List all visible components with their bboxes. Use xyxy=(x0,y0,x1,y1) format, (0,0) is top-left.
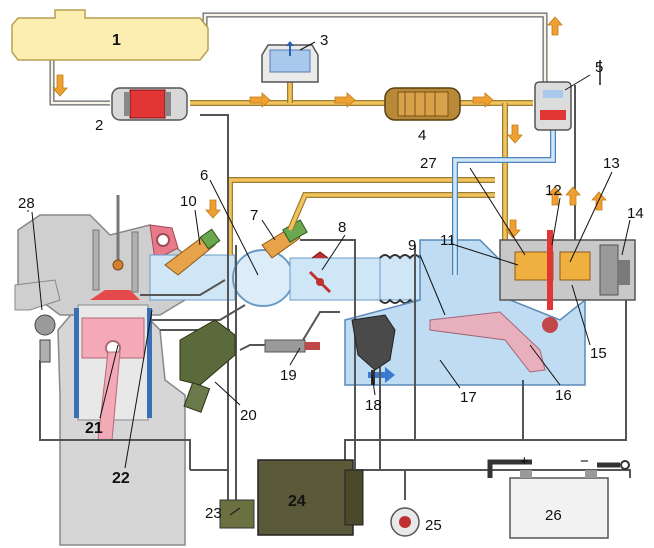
label-11: 11 xyxy=(440,232,456,249)
label-3: 3 xyxy=(320,32,328,49)
fuel-distributor xyxy=(499,230,636,333)
fuel-tank xyxy=(11,9,209,61)
label-13: 13 xyxy=(603,155,620,172)
battery-plus: + xyxy=(520,453,529,470)
battery-minus: − xyxy=(580,453,589,470)
intake-air-path xyxy=(149,228,586,386)
label-15: 15 xyxy=(590,345,607,362)
label-20: 20 xyxy=(240,407,257,424)
label-1: 1 xyxy=(112,32,121,49)
fuel-filter xyxy=(384,87,461,121)
label-4: 4 xyxy=(418,127,426,144)
engine-block xyxy=(14,195,186,546)
flow-arrows xyxy=(52,16,607,239)
label-16: 16 xyxy=(555,387,572,404)
relay-module xyxy=(219,499,255,529)
label-26: 26 xyxy=(545,507,562,524)
control-unit xyxy=(257,459,364,536)
fuel-pump xyxy=(111,87,188,121)
label-27: 27 xyxy=(420,155,437,172)
label-5: 5 xyxy=(595,59,603,76)
cold-start-valve xyxy=(261,219,308,259)
label-17: 17 xyxy=(460,389,477,406)
leader-lines xyxy=(27,41,631,516)
label-7: 7 xyxy=(250,207,258,224)
intake-bellows-upper xyxy=(379,254,421,301)
label-10: 10 xyxy=(180,193,197,210)
battery xyxy=(487,459,630,539)
label-22: 22 xyxy=(112,470,130,487)
label-18: 18 xyxy=(365,397,382,414)
ignition-switch xyxy=(390,507,420,537)
label-12: 12 xyxy=(545,182,562,199)
label-28: 28 xyxy=(18,195,35,212)
label-8: 8 xyxy=(338,219,346,236)
part-labels: 1 2 3 4 5 6 7 8 9 10 11 12 13 14 15 16 1… xyxy=(18,32,644,534)
label-6: 6 xyxy=(200,167,208,184)
label-23: 23 xyxy=(205,505,222,522)
pressure-regulator xyxy=(534,81,572,131)
fuel-lines xyxy=(49,12,556,275)
label-14: 14 xyxy=(627,205,644,222)
label-25: 25 xyxy=(425,517,442,534)
label-24: 24 xyxy=(288,493,306,510)
label-21: 21 xyxy=(85,420,103,437)
fuel-accumulator xyxy=(261,41,319,83)
throttle-valve xyxy=(308,251,332,294)
label-2: 2 xyxy=(95,117,103,134)
lambda-sensor xyxy=(34,314,56,363)
ignition-distributor xyxy=(179,319,236,413)
auxiliary-air-valve xyxy=(264,339,320,353)
label-19: 19 xyxy=(280,367,297,384)
label-9: 9 xyxy=(408,237,416,254)
